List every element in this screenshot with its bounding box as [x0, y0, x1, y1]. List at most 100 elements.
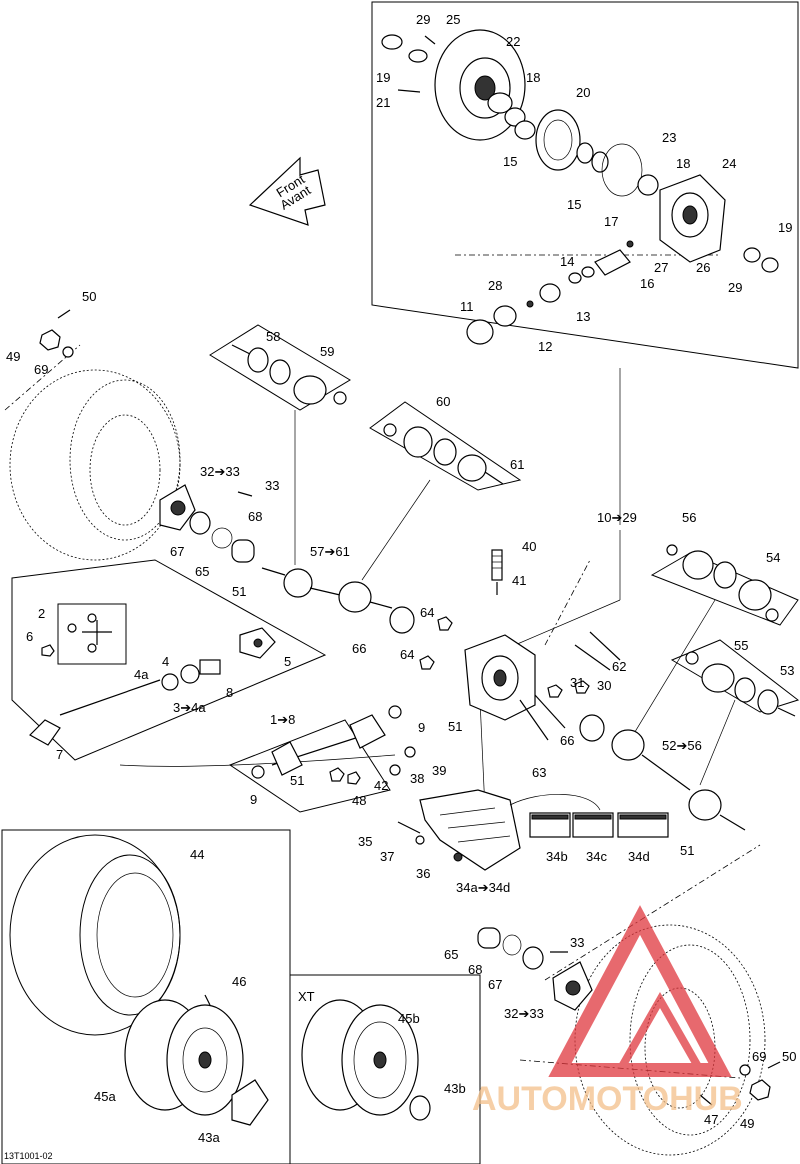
axle-line-upper — [4, 344, 81, 411]
item-28 — [526, 300, 534, 308]
part-label: 65 — [195, 564, 209, 579]
washer-38 — [389, 764, 401, 776]
rim-45a — [124, 999, 244, 1116]
bearing-18 — [487, 92, 513, 114]
part-label: 64 — [400, 647, 414, 662]
part-label: 10➔29 — [597, 510, 637, 525]
part-label: 17 — [604, 214, 618, 229]
shim-15d — [591, 151, 609, 173]
part-label: 60 — [436, 394, 450, 409]
seal-66b — [579, 714, 605, 742]
cv-joint-box-60-61 — [369, 401, 522, 491]
bolt-35 — [397, 821, 421, 834]
bearing-12 — [493, 305, 517, 327]
part-label: 18 — [526, 70, 540, 85]
part-label: 49 — [6, 349, 20, 364]
part-label: 34a➔34d — [456, 880, 510, 895]
screw-33 — [237, 491, 253, 497]
part-label: 48 — [352, 793, 366, 808]
part-label: 6 — [26, 629, 33, 644]
axle-line-lower2 — [544, 844, 761, 981]
seal-66 — [389, 606, 415, 634]
part-label: 50 — [82, 289, 96, 304]
differential-housing-24 — [659, 174, 726, 263]
flange-yoke-5 — [239, 627, 276, 659]
part-label: 35 — [358, 834, 372, 849]
boot-59 — [293, 375, 327, 405]
u-joint-7 — [29, 719, 61, 746]
part-label: 66 — [560, 733, 574, 748]
pin-25 — [424, 35, 436, 45]
half-shaft-52-56 — [611, 729, 746, 831]
part-label: 67 — [488, 977, 502, 992]
seal-67 — [189, 511, 211, 535]
ring-9a — [388, 705, 402, 719]
nut-36 — [453, 852, 463, 862]
hub-cap-43a — [231, 1079, 269, 1126]
part-label: 67 — [170, 544, 184, 559]
bearing-19b — [743, 247, 761, 263]
washer-69b — [739, 1064, 751, 1076]
part-label: 15 — [567, 197, 581, 212]
leader-52-56a — [629, 599, 716, 741]
part-label: 19 — [376, 70, 390, 85]
part-label: 64 — [420, 605, 434, 620]
part-label: 51 — [448, 719, 462, 734]
nut-64b — [419, 655, 435, 670]
label-xt: XT — [298, 989, 315, 1004]
part-label: 14 — [560, 254, 574, 269]
skid-plate-34a-34d — [419, 789, 521, 871]
o-ring-23 — [601, 143, 643, 197]
driveshaft-inset-frame — [11, 559, 327, 761]
part-label: 34c — [586, 849, 607, 864]
nut-64a — [437, 616, 453, 631]
part-label: 52➔56 — [662, 738, 702, 753]
part-label: 45b — [398, 1011, 420, 1026]
part-label: 9 — [418, 720, 425, 735]
washer-69 — [62, 346, 74, 358]
shim-15c — [576, 142, 594, 164]
part-label: 25 — [446, 12, 460, 27]
ring-68 — [211, 527, 233, 549]
clamp-59a — [269, 359, 291, 385]
driveshaft-yoke-b — [271, 741, 303, 776]
part-label: 2 — [38, 606, 45, 621]
figure-code: 13T1001-02 — [4, 1151, 53, 1161]
bolt-axis — [544, 559, 591, 646]
part-label: 68 — [468, 962, 482, 977]
part-label: 65 — [444, 947, 458, 962]
part-label: 44 — [190, 847, 204, 862]
part-label: 13 — [576, 309, 590, 324]
part-label: 54 — [766, 550, 780, 565]
pinion-16 — [568, 249, 631, 284]
boot-55 — [701, 663, 735, 693]
yoke-8 — [199, 659, 221, 675]
part-label: 31 — [570, 675, 584, 690]
part-label: 43a — [198, 1130, 220, 1145]
part-label: 34b — [546, 849, 568, 864]
clamp-59b — [333, 391, 347, 405]
bearing-13 — [539, 283, 561, 303]
upper-tire — [9, 369, 181, 561]
part-label: 9 — [250, 792, 257, 807]
washer-37 — [415, 835, 425, 845]
bearing-18b — [637, 174, 659, 196]
part-label: 21 — [376, 95, 390, 110]
leader-52-56b — [699, 699, 736, 786]
part-label: 66 — [352, 641, 366, 656]
warning-labels — [529, 812, 669, 838]
part-label: 3➔4a — [173, 700, 206, 715]
driveshaft-yoke-a — [349, 714, 386, 749]
clamp-55b — [734, 677, 756, 703]
part-label: 49 — [740, 1116, 754, 1131]
part-label: 8 — [226, 685, 233, 700]
part-label: 43b — [444, 1081, 466, 1096]
hub-32b — [552, 961, 593, 1011]
part-label: 59 — [320, 344, 334, 359]
ring-9b — [251, 765, 265, 779]
boot-60 — [403, 426, 433, 458]
nut-42 — [329, 767, 345, 782]
part-label: 29 — [728, 280, 742, 295]
nut-31 — [547, 684, 563, 698]
half-shaft-57-61 — [261, 567, 393, 613]
